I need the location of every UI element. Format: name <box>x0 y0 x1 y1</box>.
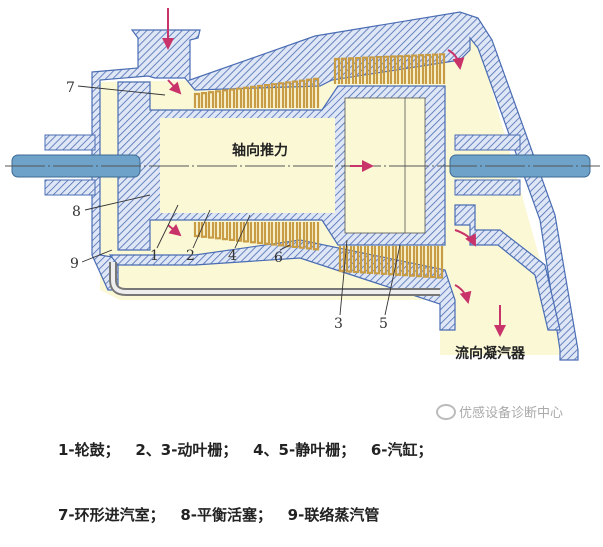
exhaust-casing-right <box>454 204 561 331</box>
bearing-housing-left <box>44 134 96 196</box>
leader-lines <box>77 85 401 316</box>
label-1: 1 <box>150 248 159 264</box>
outlet-label: 流向凝汽器 <box>455 345 526 362</box>
wechat-icon <box>436 403 456 420</box>
legend-line-2: 7-环形进汽室； 8-平衡活塞； 9-联络蒸汽管 <box>58 506 380 524</box>
flow-arrows <box>162 8 506 337</box>
moving-blade-row-3-bottom <box>338 246 444 279</box>
legend: 1-轮鼓； 2、3-动叶栅； 4、5-静叶栅； 6-汽缸； 7-环形进汽室； 8… <box>58 395 433 547</box>
watermark: 优感设备诊断中心 <box>436 402 563 421</box>
label-2: 2 <box>186 248 195 264</box>
casing <box>91 11 579 361</box>
bearing-housing-right <box>454 134 521 196</box>
moving-blade-row-2-bottom <box>193 222 320 251</box>
axial-thrust-label: 轴向推力 <box>232 142 288 159</box>
label-4: 4 <box>228 248 237 264</box>
legend-line-1: 1-轮鼓； 2、3-动叶栅； 4、5-静叶栅； 6-汽缸； <box>58 441 433 459</box>
turbine-diagram: 7 8 1 2 4 6 9 3 5 轴向推力 流向凝汽器 <box>5 8 600 362</box>
blade-rows <box>193 53 446 279</box>
label-8: 8 <box>72 204 81 220</box>
label-9: 9 <box>70 256 79 272</box>
moving-blade-row-3-top <box>333 53 446 84</box>
label-6: 6 <box>274 250 283 266</box>
label-5: 5 <box>379 316 388 332</box>
label-7: 7 <box>66 80 75 96</box>
moving-blade-row-2-top <box>193 77 320 108</box>
label-3: 3 <box>334 316 343 332</box>
watermark-text: 优感设备诊断中心 <box>459 406 564 421</box>
